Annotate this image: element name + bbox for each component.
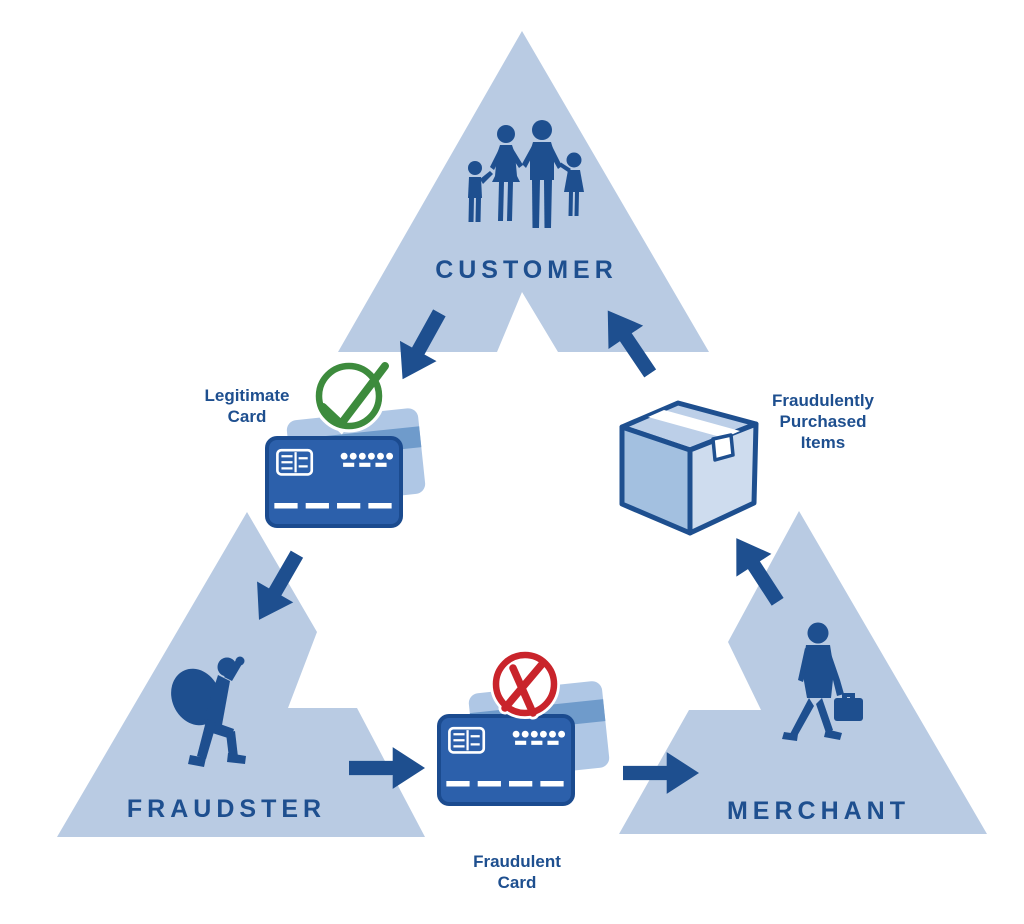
- package-tape: [648, 410, 740, 438]
- briefcase-icon: [834, 698, 863, 721]
- arrow-merchant-to-items-icon: [736, 538, 784, 606]
- arrow-fraudster-to-card-icon: [349, 747, 425, 789]
- fraudster-triangle: [57, 512, 425, 837]
- customer-triangle: [338, 31, 709, 352]
- fraudulent-card-label: Fraudulent Card: [473, 852, 561, 893]
- businessman-icon: [782, 622, 863, 741]
- burglar-icon: [171, 656, 246, 767]
- package-tape-tab: [711, 433, 735, 462]
- fraudulent-card-details: [446, 726, 566, 787]
- check-icon: [312, 359, 392, 435]
- arrow-card-to-merchant-icon: [623, 752, 699, 794]
- package-icon: [619, 400, 759, 536]
- arrow-card-to-fraudster-icon: [257, 550, 304, 620]
- legitimate-card-label: Legitimate Card: [204, 386, 290, 427]
- fraudster-label: FRAUDSTER: [126, 795, 327, 823]
- customer-label: CUSTOMER: [435, 256, 618, 284]
- purchased-items-label: Fraudulently Purchased Items: [771, 391, 874, 453]
- arrow-items-to-customer-icon: [607, 310, 657, 378]
- family-icon: [468, 120, 584, 228]
- merchant-label: MERCHANT: [726, 797, 911, 825]
- legitimate-card-details: [274, 448, 394, 509]
- arrow-customer-to-card-icon: [399, 309, 446, 380]
- cross-icon: [490, 649, 560, 720]
